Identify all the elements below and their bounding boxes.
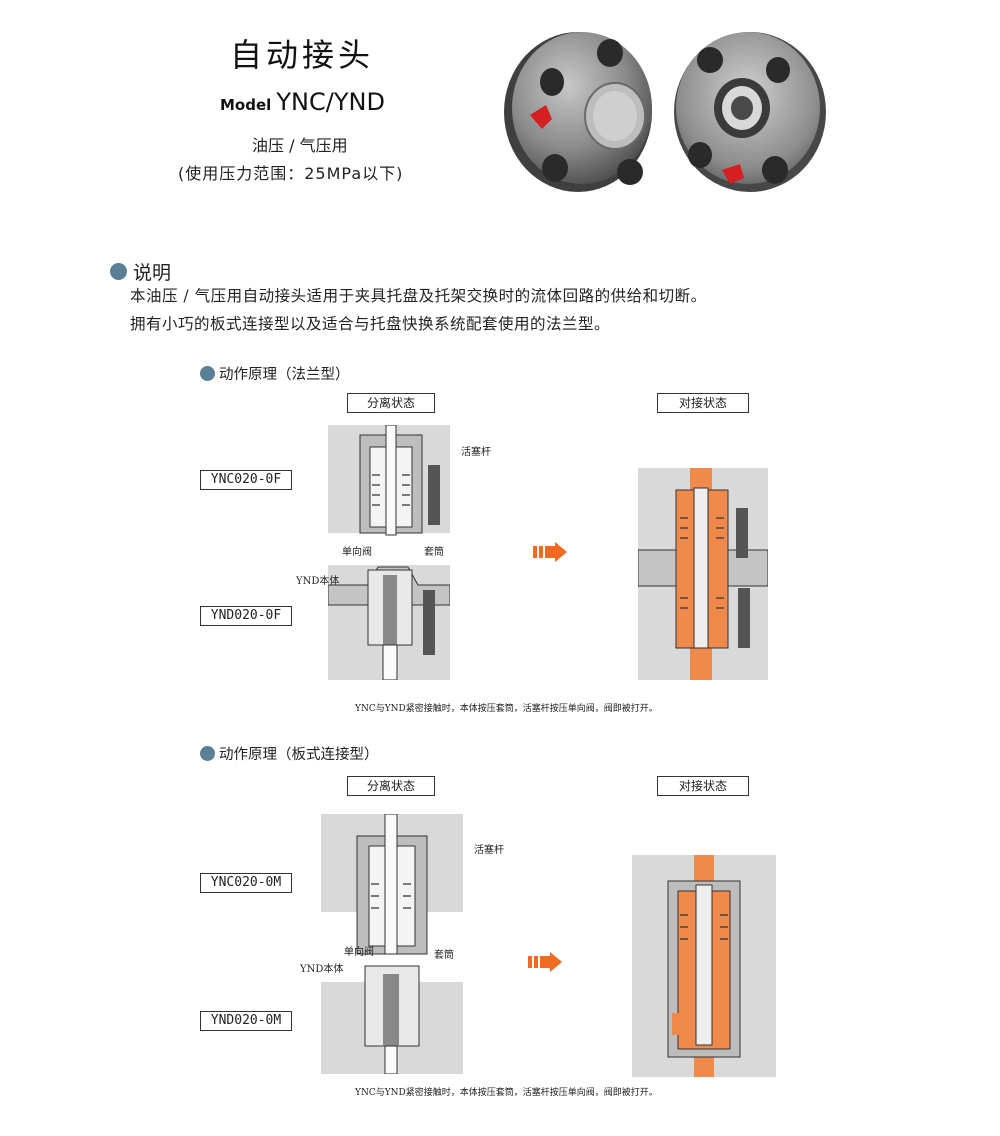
plate-separated-label: 分离状态	[347, 776, 435, 796]
plate-connected-diagram	[632, 855, 776, 1077]
bullet-icon	[200, 366, 215, 381]
plate-callout-piston: 活塞杆	[474, 845, 504, 856]
plate-caption: YNC与YND紧密接触时，本体按压套筒，活塞杆按压单向阀，阀即被打开。	[355, 1088, 658, 1098]
logo-mark-left	[530, 105, 552, 129]
bullet-icon	[110, 263, 127, 280]
plate-heading-text: 动作原理（板式连接型）	[219, 747, 379, 763]
plate-arrow-icon	[528, 952, 562, 972]
flange-callout-sleeve: 套筒	[424, 547, 444, 558]
plate-callout-sleeve: 套筒	[434, 950, 454, 961]
flange-connected-diagram	[638, 468, 768, 680]
flange-separated-diagram	[328, 425, 450, 680]
page-title: 自动接头	[230, 36, 375, 74]
flange-model-top: YNC020-0F	[200, 470, 292, 490]
product-photos	[504, 32, 826, 192]
ync-photo	[504, 32, 652, 192]
description-heading-text: 说明	[133, 262, 172, 284]
model-prefix: Model	[220, 96, 272, 114]
usage-text: 油压 / 气压用	[252, 136, 348, 155]
plate-model-top: YNC020-0M	[200, 873, 292, 893]
description-line-2: 拥有小巧的板式连接型以及适合与托盘快换系统配套使用的法兰型。	[130, 315, 611, 333]
flange-separated-label: 分离状态	[347, 393, 435, 413]
flange-model-bottom: YND020-0F	[200, 606, 292, 626]
pressure-range-text: (使用压力范围：25MPa以下)	[178, 164, 404, 183]
flange-caption: YNC与YND紧密接触时，本体按压套筒，活塞杆按压单向阀，阀即被打开。	[355, 704, 658, 714]
bullet-icon	[200, 746, 215, 761]
model-line: Model YNC/YND	[220, 88, 385, 116]
plate-model-bottom: YND020-0M	[200, 1011, 292, 1031]
flange-callout-piston: 活塞杆	[461, 447, 491, 458]
logo-mark-right	[722, 164, 744, 184]
plate-callout-ynd-body: YND本体	[300, 964, 344, 975]
description-heading: 说明	[110, 258, 171, 285]
flange-callout-check-valve: 单向阀	[342, 547, 372, 558]
flange-heading-text: 动作原理（法兰型）	[219, 367, 350, 383]
flange-callout-ynd-body: YND本体	[296, 576, 340, 587]
flange-section-heading: 动作原理（法兰型）	[200, 363, 350, 384]
ynd-photo	[674, 32, 826, 192]
plate-section-heading: 动作原理（板式连接型）	[200, 743, 379, 764]
plate-connected-label: 对接状态	[657, 776, 749, 796]
description-line-1: 本油压 / 气压用自动接头适用于夹具托盘及托架交换时的流体回路的供给和切断。	[130, 287, 707, 305]
plate-separated-diagram	[321, 814, 463, 1074]
flange-connected-label: 对接状态	[657, 393, 749, 413]
model-name: YNC/YND	[276, 88, 385, 116]
plate-callout-check-valve: 单向阀	[344, 947, 374, 958]
flange-arrow-icon	[533, 542, 567, 562]
